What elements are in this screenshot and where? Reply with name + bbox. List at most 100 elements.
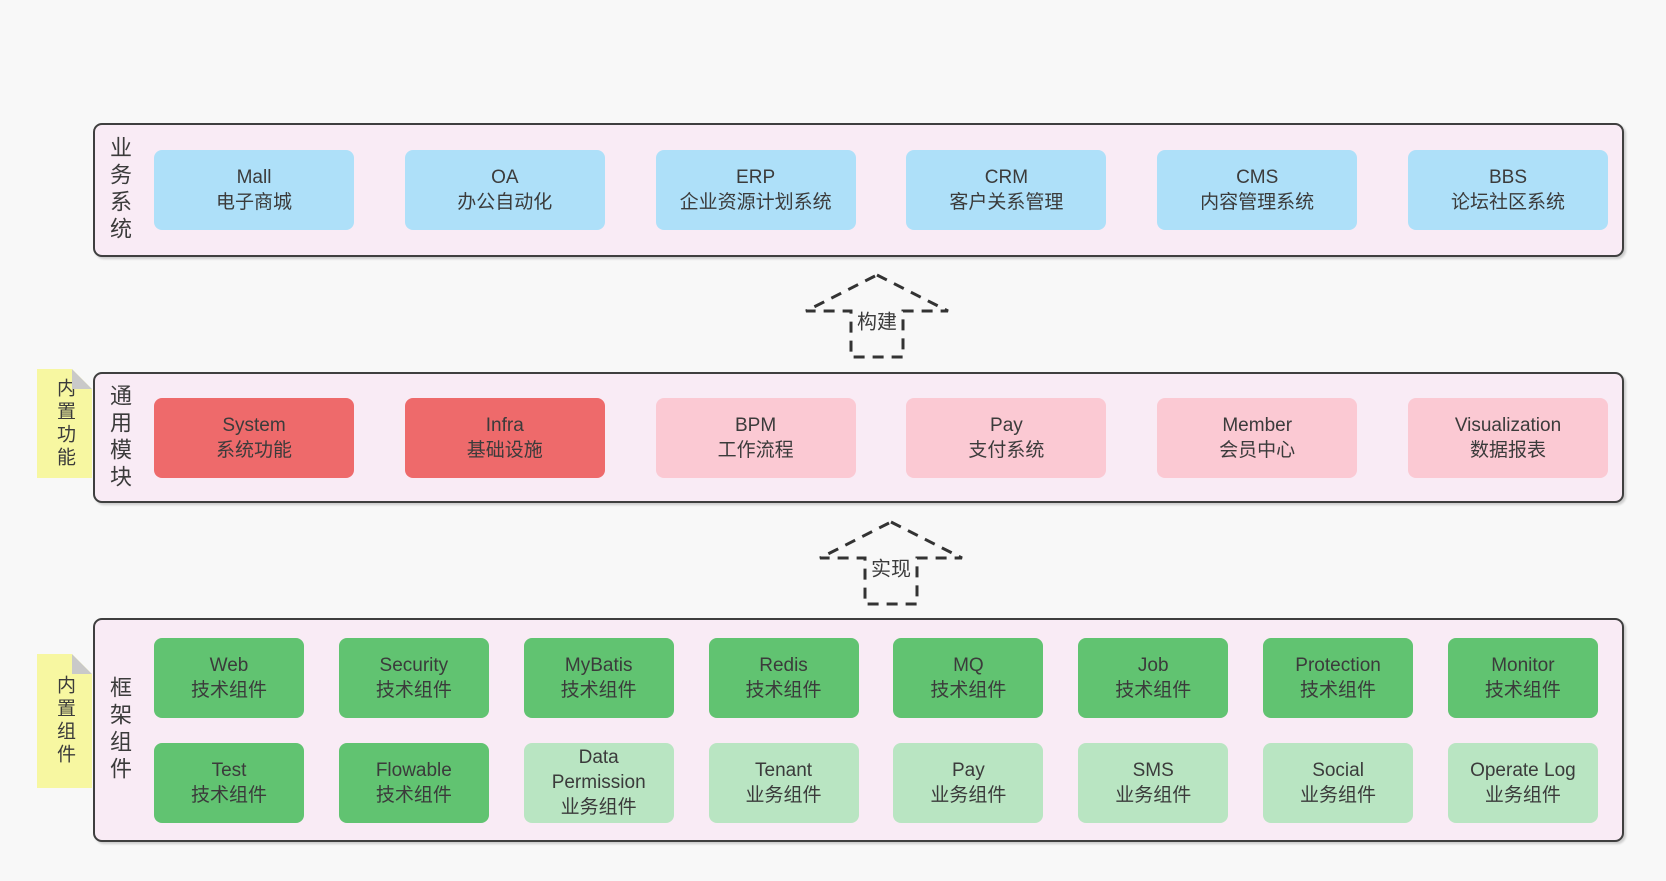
node-title: Operate Log (1470, 759, 1576, 781)
node-title: Pay (990, 414, 1023, 436)
node-subtitle: 工作流程 (717, 439, 794, 461)
arrow-label: 构建 (854, 303, 900, 337)
node-subtitle: 业务组件 (1115, 784, 1192, 806)
node-operate-log: Operate Log 业务组件 (1447, 742, 1598, 823)
node-subtitle: 业务组件 (1484, 784, 1561, 806)
node-title: Monitor (1491, 654, 1555, 676)
node-title: BBS (1488, 167, 1527, 188)
node-subtitle: 支付系统 (968, 439, 1045, 461)
node-subtitle: 业务组件 (745, 784, 822, 806)
node-job: Job 技术组件 (1078, 637, 1229, 718)
node-title: Tenant (755, 759, 813, 781)
node-bbs: BBS 论坛社区系统 (1407, 150, 1608, 230)
node-subtitle: 技术组件 (1115, 679, 1192, 701)
node-title: Web (209, 654, 249, 676)
node-title: Mall (236, 167, 272, 188)
node-subtitle: 业务组件 (1300, 784, 1377, 806)
node-subtitle: 电子商城 (215, 192, 292, 213)
node-title: Social (1312, 759, 1364, 781)
node-title: Job (1137, 654, 1169, 676)
node-title: Data Permission (551, 747, 646, 793)
node-title: Infra (485, 414, 524, 436)
node-subtitle: 基础设施 (466, 439, 543, 461)
node-subtitle: 技术组件 (745, 679, 822, 701)
node-pay: Pay 支付系统 (906, 397, 1107, 478)
node-title: Redis (759, 654, 808, 676)
node-subtitle: 会员中心 (1219, 439, 1296, 461)
node-subtitle: 内容管理系统 (1200, 192, 1315, 213)
layer-label-business-systems: 业务系统 (107, 136, 132, 244)
node-title: CMS (1236, 167, 1279, 188)
layer-rows: Mall 电子商城 OA 办公自动化 ERP 企业资源计划系统 CRM 客户关系管理 CMS 内容… (154, 125, 1608, 255)
node-flowable: Flowable 技术组件 (338, 742, 489, 823)
node-mybatis: MyBatis 技术组件 (523, 637, 674, 718)
node-mall: Mall 电子商城 (154, 150, 354, 230)
node-infra: Infra 基础设施 (404, 397, 605, 478)
arrow-build: 构建 (802, 271, 952, 361)
node-title: Visualization (1454, 414, 1562, 436)
node-subtitle: 技术组件 (190, 679, 267, 701)
layer-business-systems: 业务系统 Mall 电子商城 OA 办公自动化 ERP 企业资源计划系统 CRM 客户关系管理… (93, 123, 1624, 257)
node-title: Test (211, 759, 247, 781)
node-subtitle: 业务组件 (560, 797, 637, 818)
node-title: Protection (1295, 654, 1381, 676)
up-arrow-icon (805, 273, 949, 359)
node-cms: CMS 内容管理系统 (1157, 150, 1358, 230)
node-subtitle: 企业资源计划系统 (679, 192, 832, 213)
node-subtitle: 客户关系管理 (949, 192, 1064, 213)
node-redis: Redis 技术组件 (708, 637, 859, 718)
node-title: Pay (952, 759, 985, 781)
node-subtitle: 技术组件 (560, 679, 637, 701)
node-title: OA (491, 167, 519, 188)
up-arrow-icon (819, 520, 963, 606)
node-title: ERP (736, 167, 776, 188)
node-monitor: Monitor 技术组件 (1447, 637, 1598, 718)
node-subtitle: 论坛社区系统 (1450, 192, 1565, 213)
node-web: Web 技术组件 (154, 637, 304, 718)
node-title: SMS (1132, 759, 1174, 781)
layer-label-framework-components: 框架组件 (107, 676, 132, 784)
node-subtitle: 技术组件 (1484, 679, 1561, 701)
node-title: Flowable (375, 759, 452, 781)
sticky-note-builtin-components: 内置组件 (37, 654, 92, 788)
node-row: Mall 电子商城 OA 办公自动化 ERP 企业资源计划系统 CRM 客户关系管理 CMS 内容… (154, 150, 1608, 230)
node-oa: OA 办公自动化 (404, 150, 605, 230)
node-social: Social 业务组件 (1263, 742, 1414, 823)
node-title: MyBatis (564, 654, 633, 676)
arrow-implement: 实现 (816, 518, 966, 608)
node-erp: ERP 企业资源计划系统 (655, 150, 856, 230)
node-member: Member 会员中心 (1157, 397, 1358, 478)
node-subtitle: 技术组件 (375, 784, 452, 806)
folded-corner-icon (72, 654, 92, 674)
node-title: CRM (984, 167, 1029, 188)
node-sms: SMS 业务组件 (1078, 742, 1229, 823)
node-system: System 系统功能 (154, 397, 354, 478)
node-data-permission: Data Permission 业务组件 (523, 742, 674, 823)
layer-label-common-modules: 通用模块 (107, 383, 132, 492)
node-title: Member (1222, 414, 1293, 436)
node-visualization: Visualization 数据报表 (1407, 397, 1608, 478)
node-title: System (222, 414, 286, 436)
node-subtitle: 技术组件 (1300, 679, 1377, 701)
node-protection: Protection 技术组件 (1263, 637, 1414, 718)
sticky-note-builtin-features: 内置功能 (37, 369, 92, 478)
node-subtitle: 办公自动化 (457, 192, 553, 213)
node-subtitle: 数据报表 (1469, 439, 1546, 461)
sticky-note-text: 内置功能 (54, 377, 75, 470)
node-subtitle: 系统功能 (215, 439, 292, 461)
node-subtitle: 技术组件 (930, 679, 1007, 701)
node-tenant: Tenant 业务组件 (708, 742, 859, 823)
